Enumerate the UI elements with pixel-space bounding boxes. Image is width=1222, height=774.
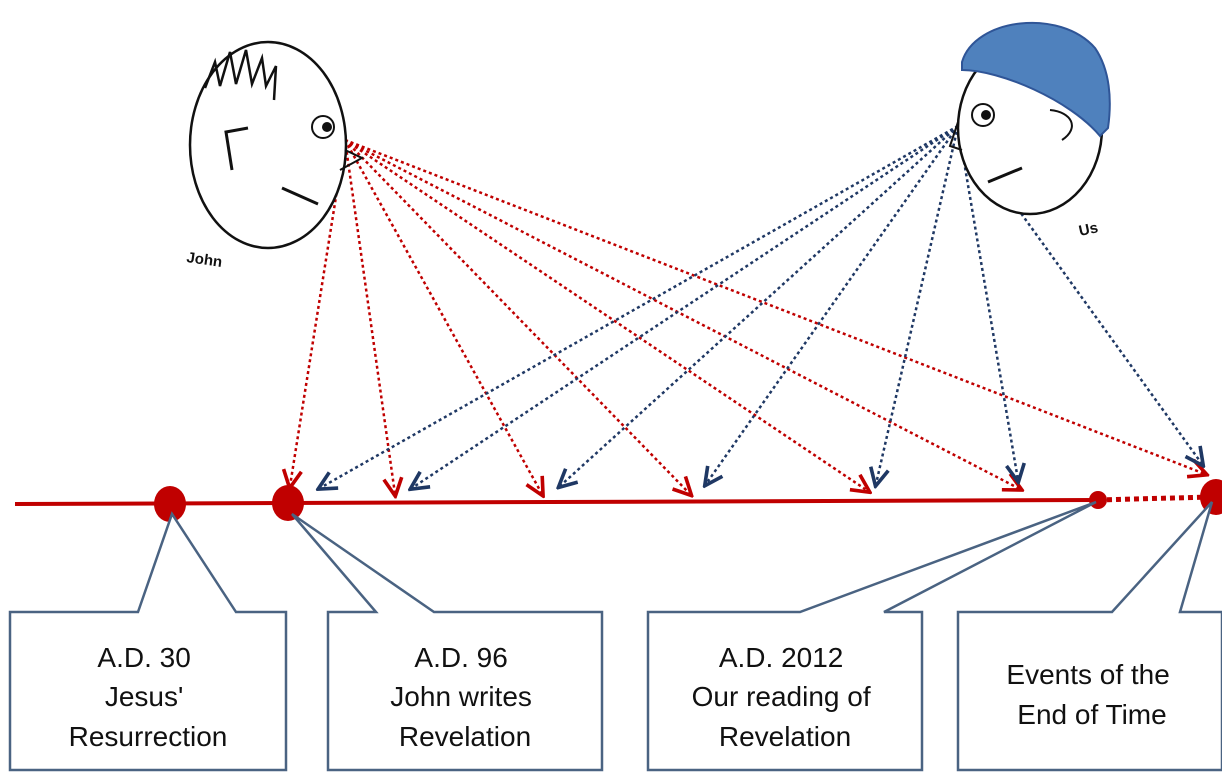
event-dot-ad96 bbox=[272, 485, 304, 521]
callout-line: Revelation bbox=[399, 721, 531, 752]
john-mouth-icon bbox=[281, 186, 319, 206]
event-dot-ad2012 bbox=[1089, 491, 1107, 509]
callout-box bbox=[956, 501, 1222, 772]
us-ear-icon bbox=[1049, 109, 1073, 141]
john-brow-icon bbox=[224, 126, 249, 171]
callout-box bbox=[646, 500, 1097, 772]
event-dot-end-of-time bbox=[1200, 479, 1222, 515]
john-sight-arrow bbox=[344, 138, 1205, 474]
callout-text: A.D. 96 John writes Revelation bbox=[390, 642, 539, 752]
timeline-line bbox=[14, 498, 1099, 506]
john-sight-arrow bbox=[344, 138, 1020, 489]
john-nose-icon bbox=[339, 149, 365, 171]
timeline bbox=[14, 479, 1222, 522]
timeline-future-dotted bbox=[1097, 494, 1211, 503]
john-label: John bbox=[185, 249, 223, 271]
callout-line: Our reading of bbox=[692, 681, 871, 712]
callout-ad2012: A.D. 2012 Our reading of Revelation bbox=[646, 500, 1097, 772]
callout-line: End of Time bbox=[1017, 699, 1166, 730]
callout-line: A.D. 2012 bbox=[719, 642, 844, 673]
john-sight-arrow bbox=[344, 138, 868, 491]
us-sight-arrow bbox=[706, 125, 960, 484]
john-pupil-icon bbox=[322, 122, 332, 132]
callout-ad30: A.D. 30 Jesus' Resurrection bbox=[8, 511, 288, 772]
callout-line: Resurrection bbox=[69, 721, 228, 752]
john-figure: John bbox=[185, 40, 365, 271]
us-sight-lines bbox=[320, 124, 1202, 488]
us-label: Us bbox=[1077, 219, 1099, 240]
callout-text: Events of the End of Time bbox=[1006, 659, 1177, 730]
callout-ad96: A.D. 96 John writes Revelation bbox=[291, 512, 604, 772]
callout-line: A.D. 30 bbox=[97, 642, 190, 673]
us-pupil-icon bbox=[981, 110, 991, 120]
callout-box bbox=[8, 511, 288, 772]
us-sight-arrow bbox=[876, 125, 960, 484]
john-sight-arrow bbox=[290, 139, 347, 486]
us-figure: Us bbox=[948, 21, 1111, 240]
callout-text: A.D. 2012 Our reading of Revelation bbox=[692, 642, 879, 752]
callout-line: John writes bbox=[390, 681, 532, 712]
john-hair-icon bbox=[203, 49, 278, 101]
callout-end-of-time: Events of the End of Time bbox=[956, 501, 1222, 772]
hat-icon bbox=[961, 21, 1111, 138]
event-dot-ad30 bbox=[154, 486, 186, 522]
callout-line: Events of the bbox=[1006, 659, 1169, 690]
john-sight-arrow bbox=[344, 139, 690, 494]
us-nose-icon bbox=[948, 121, 963, 151]
callout-line: Revelation bbox=[719, 721, 851, 752]
us-sight-arrow bbox=[320, 124, 959, 488]
callout-box bbox=[291, 512, 604, 772]
us-mouth-icon bbox=[987, 166, 1023, 184]
callout-text: A.D. 30 Jesus' Resurrection bbox=[69, 642, 228, 752]
us-sight-arrow bbox=[560, 125, 959, 486]
john-sight-arrow bbox=[343, 139, 542, 494]
callout-line: Jesus' bbox=[105, 681, 184, 712]
john-sight-lines bbox=[290, 138, 1205, 494]
john-sight-arrow bbox=[343, 139, 395, 494]
callout-line: A.D. 96 bbox=[414, 642, 507, 673]
us-sight-arrow bbox=[412, 124, 959, 488]
john-head bbox=[188, 40, 348, 250]
